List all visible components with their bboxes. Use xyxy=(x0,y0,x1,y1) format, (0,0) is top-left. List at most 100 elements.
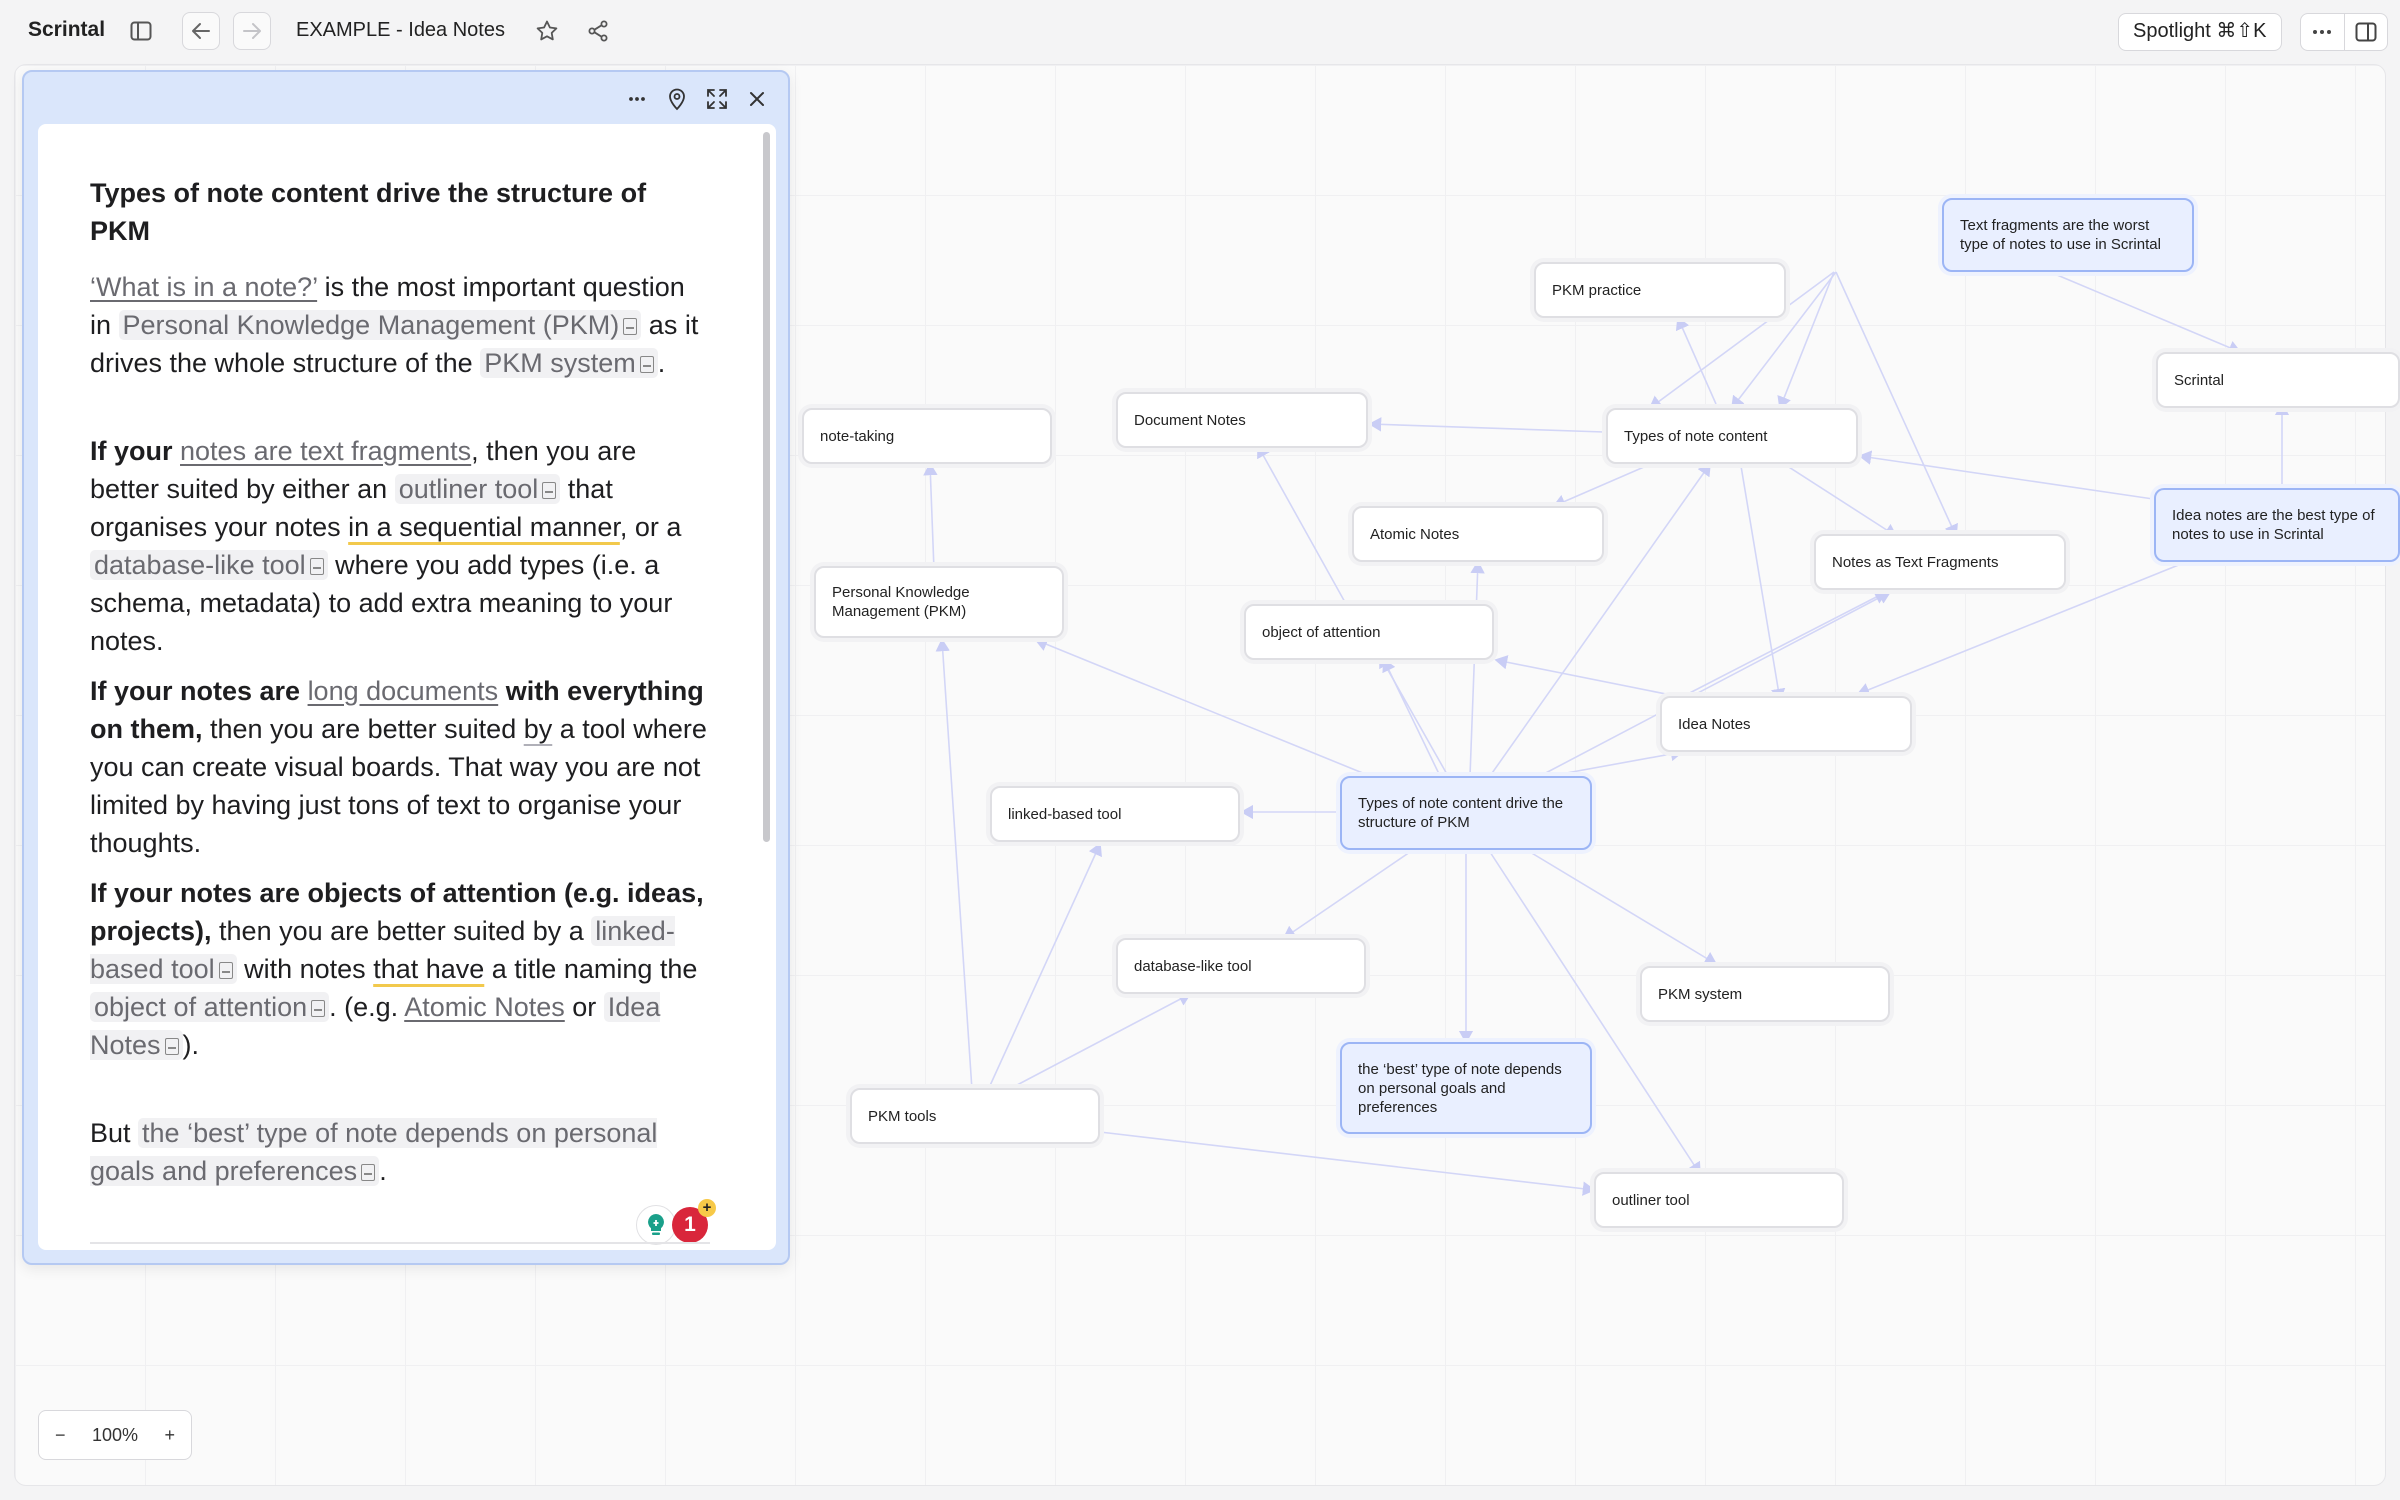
back-button[interactable] xyxy=(182,12,220,50)
sidebar-toggle-icon[interactable] xyxy=(122,12,160,50)
text: that organises your notes xyxy=(90,474,613,542)
document-icon xyxy=(542,482,557,499)
plus-icon: + xyxy=(698,1199,716,1217)
node-pkm-practice[interactable]: PKM practice xyxy=(1534,262,1786,318)
text: is the most important question in xyxy=(90,272,685,340)
split-view-icon[interactable] xyxy=(2345,14,2388,50)
node-pkm-system[interactable]: PKM system xyxy=(1640,966,1890,1022)
highlighted-text[interactable]: in a sequential manner xyxy=(348,512,620,542)
node-types-drive-structure[interactable]: Types of note content drive the structur… xyxy=(1340,776,1592,850)
node-idea-notes[interactable]: Idea Notes xyxy=(1660,696,1912,752)
share-icon[interactable] xyxy=(579,12,617,50)
card-panel: Types of note content drive the structur… xyxy=(22,70,790,1265)
document-icon xyxy=(309,558,324,575)
lightbulb-icon[interactable] xyxy=(636,1205,676,1245)
pin-icon[interactable] xyxy=(662,84,692,114)
commented-text[interactable]: by xyxy=(523,714,553,744)
text: . xyxy=(657,348,666,378)
top-bar: Scrintal EXAMPLE - Idea Notes Spotlight … xyxy=(0,0,2400,64)
text: a title naming the xyxy=(484,954,698,984)
node-idea-notes-best[interactable]: Idea notes are the best type of notes to… xyxy=(2154,488,2400,562)
spotlight-button[interactable]: Spotlight ⌘⇧K xyxy=(2118,13,2282,51)
ref-label: Personal Knowledge Management (PKM) xyxy=(122,310,620,340)
node-linked-based-tool[interactable]: linked-based tool xyxy=(990,786,1240,842)
link-what-is-in-a-note[interactable]: ‘What is in a note?’ xyxy=(90,272,318,302)
node-pkm[interactable]: Personal Knowledge Management (PKM) xyxy=(814,566,1064,638)
document-icon xyxy=(361,1164,376,1181)
bold-text: with everything on them, xyxy=(90,676,704,744)
ref-label: object of attention xyxy=(94,992,308,1022)
card-ref-object-of-attention[interactable]: object of attention xyxy=(90,992,330,1022)
topbar-right-group xyxy=(2300,13,2388,51)
node-best-type-depends[interactable]: the ‘best’ type of note depends on perso… xyxy=(1340,1042,1592,1134)
node-text-fragments-worst[interactable]: Text fragments are the worst type of not… xyxy=(1942,198,2194,272)
document-icon xyxy=(164,1038,179,1055)
ref-label: outliner tool xyxy=(398,474,539,504)
assistant-badges: 1 + xyxy=(636,1199,724,1246)
node-database-like-tool[interactable]: database-like tool xyxy=(1116,938,1366,994)
link-notes-are-text-fragments[interactable]: notes are text fragments xyxy=(180,436,472,466)
bold-text: If your xyxy=(90,436,181,466)
card-ref-best-type[interactable]: the ‘best’ type of note depends on perso… xyxy=(90,1118,658,1186)
notification-badge[interactable]: 1 + xyxy=(672,1199,716,1243)
node-outliner-tool[interactable]: outliner tool xyxy=(1594,1172,1844,1228)
zoom-in-button[interactable]: + xyxy=(164,1424,175,1445)
text: . xyxy=(379,1156,387,1186)
ref-label: Idea Notes xyxy=(90,992,661,1060)
more-icon[interactable] xyxy=(2301,14,2345,50)
panel-toolbar xyxy=(622,84,772,114)
node-scrintal[interactable]: Scrintal xyxy=(2156,352,2400,408)
node-document-notes[interactable]: Document Notes xyxy=(1116,392,1368,448)
text: ). xyxy=(182,1030,200,1060)
card-content-area[interactable]: Types of note content drive the structur… xyxy=(38,124,776,1250)
node-pkm-tools[interactable]: PKM tools xyxy=(850,1088,1100,1144)
notification-count: 1 xyxy=(684,1213,696,1236)
card-ref-pkm[interactable]: Personal Knowledge Management (PKM) xyxy=(118,310,642,340)
node-note-taking[interactable]: note-taking xyxy=(802,408,1052,464)
document-icon xyxy=(311,1000,326,1017)
document-icon xyxy=(639,356,654,373)
more-icon[interactable] xyxy=(622,84,652,114)
text: But xyxy=(90,1118,139,1148)
paragraph-intro: ‘What is in a note?’ is the most importa… xyxy=(90,268,710,382)
card-ref-outliner-tool[interactable]: outliner tool xyxy=(394,474,561,504)
app-name: Scrintal xyxy=(28,18,106,41)
back-arrow-icon xyxy=(192,23,210,39)
divider xyxy=(90,1242,710,1244)
ref-label: linked-based tool xyxy=(90,916,675,984)
text: as it drives the whole structure of the xyxy=(90,310,699,378)
text: then you are better suited by a xyxy=(211,916,592,946)
star-icon[interactable] xyxy=(528,12,566,50)
node-types-of-note-content[interactable]: Types of note content xyxy=(1606,408,1858,464)
node-object-of-attention[interactable]: object of attention xyxy=(1244,604,1494,660)
document-title[interactable]: EXAMPLE - Idea Notes xyxy=(296,19,505,41)
zoom-out-button[interactable]: − xyxy=(55,1424,66,1445)
bold-text: If your notes are xyxy=(90,676,308,706)
document-icon xyxy=(623,318,638,335)
text: then you are better suited xyxy=(202,714,524,744)
expand-icon[interactable] xyxy=(702,84,732,114)
paragraph-long-documents: If your notes are long documents with ev… xyxy=(90,672,710,862)
text: a tool where you can create visual board… xyxy=(90,714,707,858)
link-atomic-notes[interactable]: Atomic Notes xyxy=(404,992,565,1022)
text: where you add types (i.e. a schema, meta… xyxy=(90,550,673,656)
close-icon[interactable] xyxy=(742,84,772,114)
link-long-documents[interactable]: long documents xyxy=(307,676,499,706)
text: , then you are better suited by either a… xyxy=(90,436,637,504)
text: with notes xyxy=(236,954,374,984)
scrollbar[interactable] xyxy=(763,132,770,842)
forward-button[interactable] xyxy=(233,12,271,50)
zoom-level: 100% xyxy=(91,1424,139,1445)
bold-text: If your notes are objects of attention (… xyxy=(90,878,704,946)
card-ref-pkm-system[interactable]: PKM system xyxy=(480,348,658,378)
paragraph-objects-of-attention: If your notes are objects of attention (… xyxy=(90,874,710,1064)
node-atomic-notes[interactable]: Atomic Notes xyxy=(1352,506,1604,562)
text: . (e.g. xyxy=(329,992,405,1022)
highlighted-text[interactable]: that have xyxy=(373,954,485,984)
paragraph-text-fragments: If your notes are text fragments, then y… xyxy=(90,432,710,660)
card-ref-database-like-tool[interactable]: database-like tool xyxy=(90,550,328,580)
card-text: Types of note content drive the structur… xyxy=(90,174,710,1202)
node-notes-as-text-fragments[interactable]: Notes as Text Fragments xyxy=(1814,534,2066,590)
card-title: Types of note content drive the structur… xyxy=(90,178,647,246)
forward-arrow-icon xyxy=(243,23,261,39)
